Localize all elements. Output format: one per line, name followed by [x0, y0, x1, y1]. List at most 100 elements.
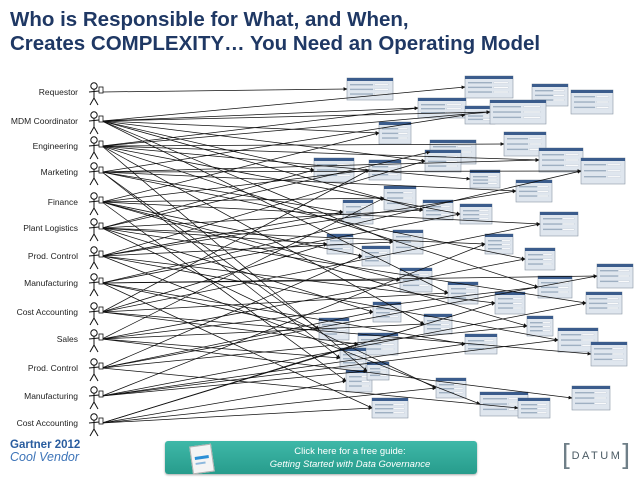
stick-figure-icon [88, 386, 104, 410]
responsibility-arrow [101, 338, 559, 397]
stick-figure-icon [88, 302, 104, 326]
form-screenshot-icon [313, 157, 355, 183]
responsibility-arrow [101, 227, 374, 313]
responsibility-arrow [101, 87, 348, 93]
slide-title: Who is Responsible for What, and When, C… [10, 8, 630, 56]
stick-figure-icon [88, 111, 104, 135]
free-guide-button[interactable]: Click here for a free guide: Getting Sta… [165, 441, 477, 475]
responsibility-arrow [101, 324, 528, 369]
responsibility-arrow [101, 386, 437, 424]
datum-logo: [ DATUM ] [562, 440, 632, 470]
form-screenshot-icon [580, 157, 626, 185]
responsibility-arrow [101, 255, 363, 369]
responsibility-arrow [101, 227, 437, 389]
responsibility-arrow [101, 158, 540, 173]
responsibility-arrow [101, 291, 449, 313]
responsibility-arrow [101, 150, 431, 229]
form-screenshot-icon [346, 77, 394, 101]
form-screenshot-icon [383, 185, 417, 211]
responsibility-arrow [101, 145, 471, 181]
form-screenshot-icon [517, 397, 551, 419]
form-screenshot-icon [464, 75, 514, 99]
title-line-1: Who is Responsible for What, and When, [10, 8, 409, 31]
responsibility-arrow [101, 227, 328, 246]
gartner-badge: Gartner 2012 Cool Vendor [10, 439, 90, 463]
stick-figure-icon [88, 192, 104, 216]
responsibility-arrow [101, 255, 496, 305]
responsibility-arrow [101, 110, 491, 122]
responsibility-arrow [101, 342, 466, 397]
form-screenshot-icon [596, 263, 634, 289]
role-label: Marketing [41, 167, 79, 177]
responsibility-arrow [101, 343, 359, 424]
role-label: Requestor [39, 87, 78, 97]
stick-figure-icon [88, 413, 104, 437]
gartner-line: Gartner 2012 [10, 439, 81, 451]
responsibility-arrow [101, 110, 491, 147]
role-label: MDM Coordinator [11, 116, 78, 126]
form-screenshot-icon [539, 211, 579, 237]
responsibility-arrow [101, 106, 419, 122]
responsibility-arrow [101, 282, 466, 346]
cta-line-2: Getting Started with Data Governance [269, 459, 431, 470]
book-icon [189, 443, 215, 475]
role-label: Engineering [33, 141, 79, 151]
form-screenshot-icon [371, 397, 409, 419]
responsibility-arrow [101, 113, 466, 173]
role-label: Prod. Control [28, 251, 78, 261]
stick-figure-icon [88, 358, 104, 382]
form-screenshot-icon [484, 233, 514, 255]
form-screenshot-icon [366, 361, 390, 381]
form-screenshot-icon [526, 315, 554, 337]
form-screenshot-icon [571, 385, 611, 411]
form-screenshot-icon [479, 391, 529, 417]
responsibility-arrow [101, 222, 541, 313]
responsibility-arrow [101, 132, 380, 203]
stick-figure-icon [88, 162, 104, 186]
responsibility-arrow [101, 145, 540, 162]
form-screenshot-icon [423, 313, 453, 335]
stick-figure-icon [88, 329, 104, 353]
role-label: Cost Accounting [17, 418, 79, 428]
responsibility-arrow [101, 227, 587, 305]
responsibility-arrow [101, 406, 373, 424]
role-label: Manufacturing [24, 278, 78, 288]
role-label: Plant Logistics [23, 223, 78, 233]
logo-word: DATUM [571, 450, 623, 462]
responsibility-arrow [101, 311, 592, 356]
responsibility-arrow [101, 367, 519, 410]
responsibility-arrow [101, 282, 373, 409]
form-screenshot-icon [464, 333, 498, 355]
responsibility-arrow [101, 106, 419, 147]
form-screenshot-icon [537, 275, 573, 299]
role-label: Cost Accounting [17, 307, 79, 317]
form-screenshot-icon [585, 291, 623, 315]
stick-figure-icon [88, 218, 104, 242]
stick-figure-icon [88, 246, 104, 270]
role-label: Finance [48, 197, 79, 207]
form-screenshot-icon [590, 341, 628, 367]
responsibility-arrow [101, 169, 370, 313]
responsibility-arrow [101, 379, 347, 424]
responsibility-arrow [101, 197, 385, 340]
role-label: Prod. Control [28, 363, 78, 373]
responsibility-arrow [101, 169, 582, 173]
responsibility-arrow [101, 196, 385, 203]
responsibility-arrow [101, 85, 466, 122]
responsibility-arrow [101, 278, 401, 284]
responsibility-arrow [101, 243, 486, 397]
responsibility-arrow [101, 120, 424, 211]
title-line-2: Creates COMPLEXITY… You Need an Operatin… [10, 32, 541, 55]
stick-figure-icon [88, 273, 104, 297]
responsibility-arrow [101, 201, 528, 327]
responsibility-arrow [101, 243, 328, 313]
responsibility-arrow [101, 171, 526, 261]
responsibility-arrow [101, 210, 344, 257]
form-screenshot-icon [361, 245, 391, 267]
form-screenshot-icon [469, 169, 501, 189]
form-screenshot-icon [342, 199, 374, 225]
responsibility-arrow [101, 310, 374, 369]
cool-vendor-line: Cool Vendor [10, 450, 80, 464]
responsibility-arrow [101, 160, 426, 257]
